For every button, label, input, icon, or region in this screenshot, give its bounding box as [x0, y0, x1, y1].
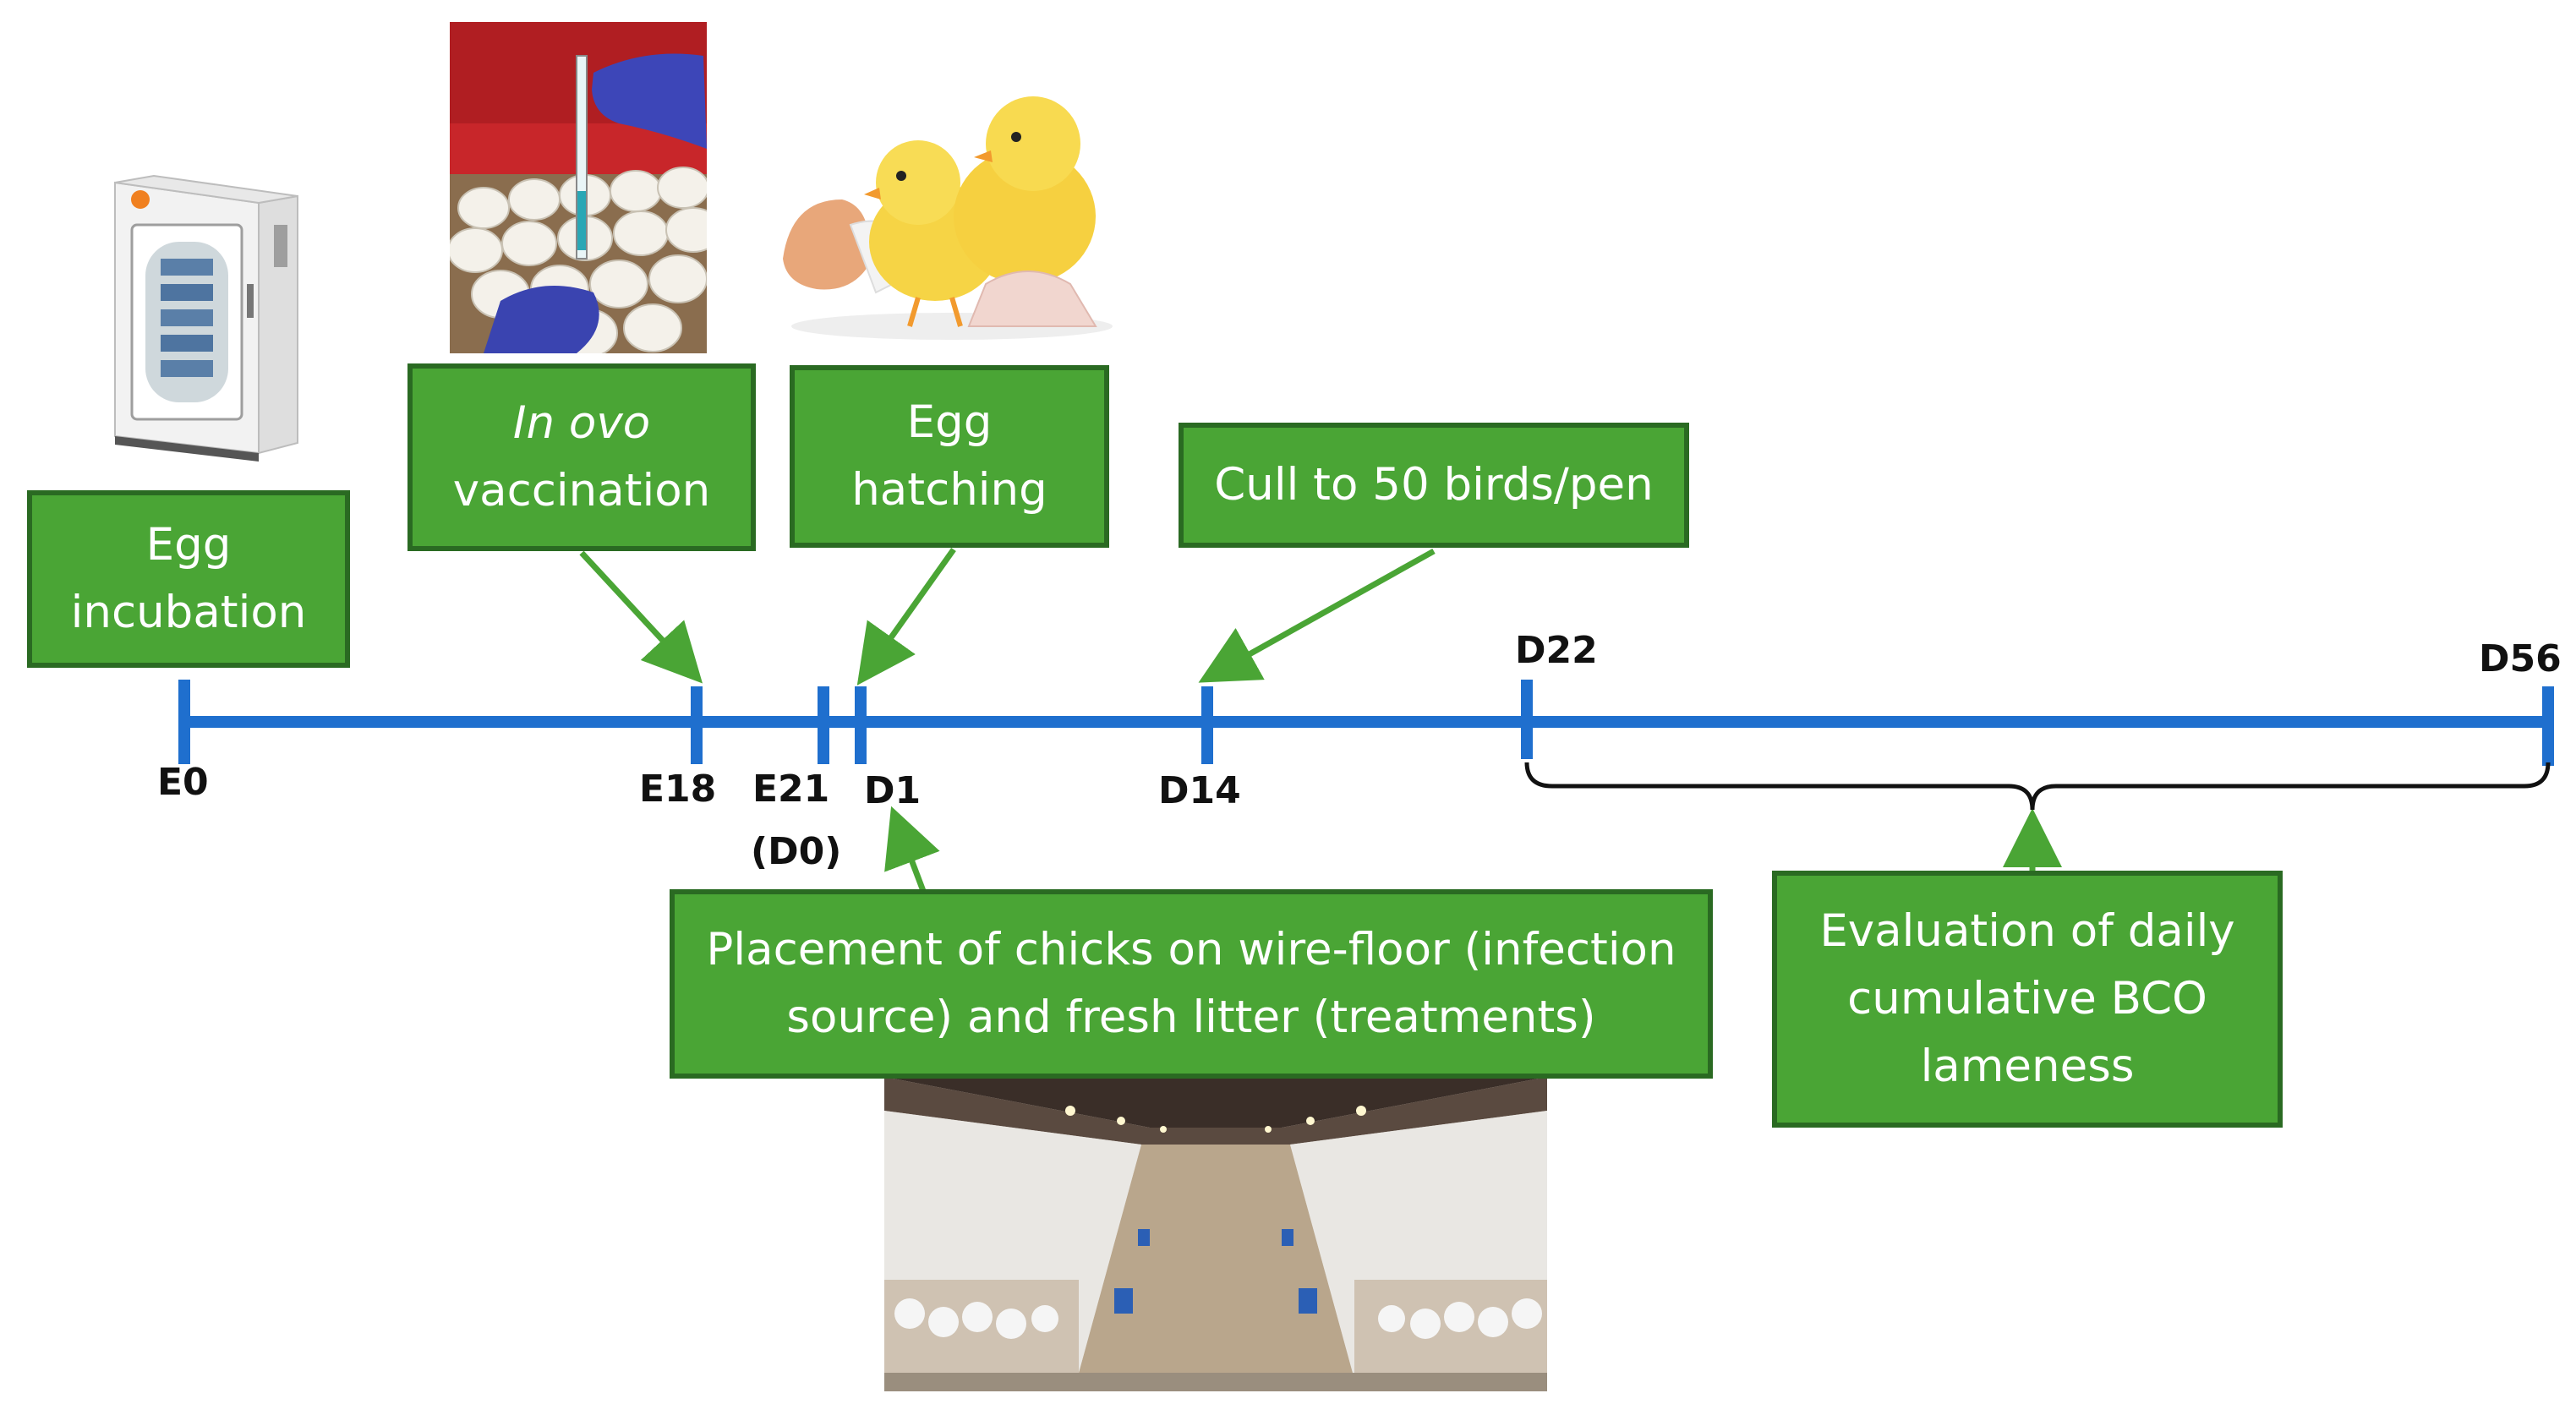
in-ovo-vaccination-box: In ovo vaccination — [407, 363, 756, 551]
label-e0: E0 — [157, 761, 209, 804]
egg-incubation-line2: incubation — [70, 587, 307, 638]
egg-incubation-box: Egg incubation — [27, 490, 350, 668]
egg-hatching-line1: Egg — [906, 396, 993, 448]
label-d0: (D0) — [751, 830, 842, 873]
placement-line2: source) and fresh litter (treatments) — [786, 992, 1596, 1043]
evaluation-box: Evaluation of daily cumulative BCO lamen… — [1772, 871, 2283, 1128]
arrow-hatching — [856, 547, 956, 686]
arrow-cull — [1198, 548, 1436, 683]
in-ovo-vaccination-line1: In ovo — [512, 397, 651, 449]
label-d22: D22 — [1515, 629, 1598, 672]
evaluation-line3: lameness — [1920, 1041, 2135, 1092]
label-d1: D1 — [864, 769, 922, 812]
placement-line1: Placement of chicks on wire-floor (infec… — [706, 924, 1676, 975]
label-e18: E18 — [639, 768, 717, 811]
label-d14: D14 — [1158, 769, 1241, 812]
hatched-chicks-photo — [774, 73, 1129, 352]
incubator-photo — [81, 166, 309, 470]
cull-line1: Cull to 50 birds/pen — [1214, 459, 1654, 511]
arrow-placement — [884, 806, 940, 893]
evaluation-line1: Evaluation of daily — [1819, 905, 2235, 957]
evaluation-line2: cumulative BCO — [1847, 973, 2207, 1024]
placement-box: Placement of chicks on wire-floor (infec… — [670, 889, 1713, 1079]
egg-hatching-line2: hatching — [851, 464, 1047, 516]
egg-incubation-line1: Egg — [145, 519, 232, 571]
arrow-vaccination — [579, 550, 703, 684]
cull-box: Cull to 50 birds/pen — [1179, 423, 1689, 548]
brace-d22-d56 — [1524, 762, 2551, 811]
in-ovo-injection-photo — [450, 22, 707, 353]
label-d56: D56 — [2479, 637, 2562, 680]
label-e21: E21 — [752, 768, 830, 811]
egg-hatching-box: Egg hatching — [790, 365, 1109, 548]
in-ovo-vaccination-line2: vaccination — [452, 465, 711, 516]
poultry-barn-photo — [884, 1077, 1547, 1391]
